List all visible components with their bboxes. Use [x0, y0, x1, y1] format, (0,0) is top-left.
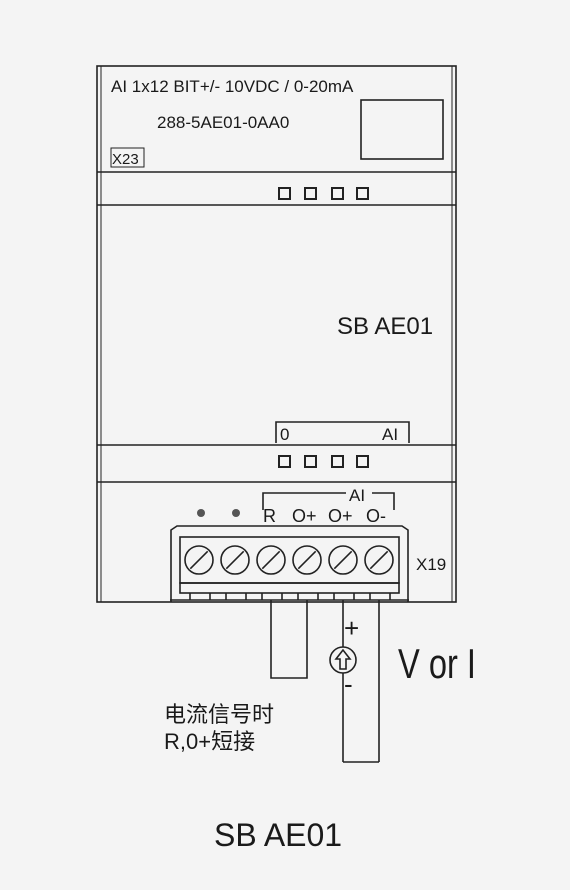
- status-label-ai: AI: [382, 425, 398, 444]
- figure-caption: SB AE01: [214, 817, 342, 853]
- status-bracket: [275, 421, 410, 443]
- terminal-screw-icon: [256, 545, 286, 575]
- spec-line: AI 1x12 BIT+/- 10VDC / 0-20mA: [111, 77, 354, 96]
- upper-led-row: [278, 187, 369, 200]
- terminal-block: [170, 525, 409, 602]
- r-to-o-plus-jumper: [270, 600, 308, 679]
- connector-label: X19: [416, 555, 446, 574]
- label-window: [360, 99, 444, 160]
- note-line-2: R,0+短接: [164, 729, 255, 754]
- bullet-dot: [232, 509, 240, 517]
- bullet-dot: [197, 509, 205, 517]
- note-line-1: 电流信号时: [164, 702, 274, 727]
- terminal-screws: [184, 545, 394, 575]
- terminal-screw-icon: [292, 545, 322, 575]
- ai-group-label: AI: [349, 486, 365, 505]
- module-name: SB AE01: [337, 313, 433, 340]
- pin-label-o-plus-2: O+: [328, 506, 353, 526]
- current-source-icon: [329, 646, 357, 674]
- marking-text: X23: [112, 151, 139, 168]
- terminal-screw-icon: [328, 545, 358, 575]
- x23-mark: X23: [110, 147, 145, 168]
- terminal-screw-icon: [184, 545, 214, 575]
- screw-slot: [189, 550, 209, 570]
- ai-bracket: [262, 492, 395, 510]
- pin-label-r: R: [263, 506, 276, 526]
- pin-label-o-minus: O-: [366, 506, 386, 526]
- screw-slot: [369, 550, 389, 570]
- module-body: [96, 65, 457, 603]
- status-label-0: 0: [280, 425, 289, 444]
- signal-type-label: V or I: [398, 640, 476, 687]
- screw-slot: [225, 550, 245, 570]
- screw-slot: [297, 550, 317, 570]
- lower-led-row: [278, 455, 369, 468]
- screw-slot: [333, 550, 353, 570]
- screw-slot: [261, 550, 281, 570]
- terminal-screw-icon: [364, 545, 394, 575]
- pin-label-o-plus-1: O+: [292, 506, 317, 526]
- minus-sign: -: [344, 669, 353, 699]
- part-number: 288-5AE01-0AA0: [157, 113, 289, 132]
- terminal-screw-icon: [220, 545, 250, 575]
- plus-sign: +: [344, 613, 359, 643]
- wiring: [270, 600, 380, 763]
